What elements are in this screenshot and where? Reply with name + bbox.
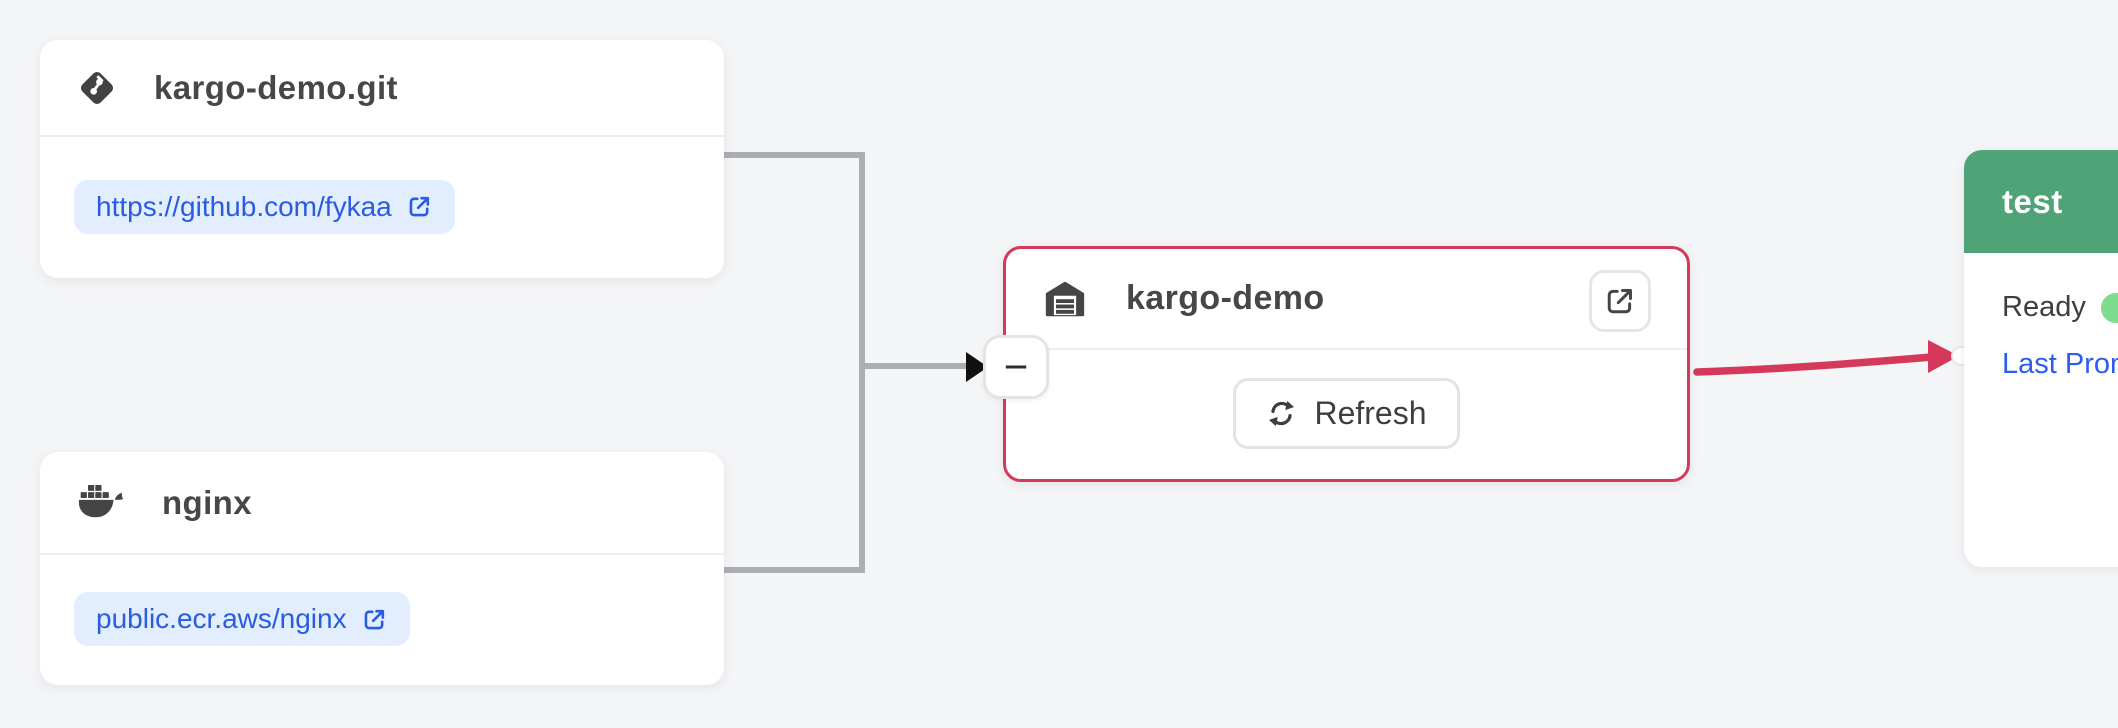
repo-node-nginx-header: nginx — [40, 452, 724, 555]
collapse-upstream-button[interactable]: − — [983, 335, 1049, 399]
git-repo-link-label: https://github.com/fykaa — [96, 190, 392, 222]
repo-node-git-header: kargo-demo.git — [40, 40, 724, 137]
nginx-repo-link[interactable]: public.ecr.aws/nginx — [74, 592, 410, 646]
last-promotion-link[interactable]: Last Promotion — [2002, 348, 2118, 381]
refresh-button[interactable]: Refresh — [1233, 378, 1460, 449]
stage-status-row: Ready — [2002, 291, 2118, 324]
warehouse-header: kargo-demo — [1006, 249, 1687, 350]
refresh-button-label: Refresh — [1314, 395, 1427, 431]
stage-test-title: test — [2002, 182, 2063, 220]
warehouse-node-kargo-demo[interactable]: kargo-demo Refresh — [983, 246, 1690, 482]
stage-status-label: Ready — [2002, 291, 2086, 323]
git-icon — [76, 67, 118, 109]
last-promotion-label: Last Promotion — [2002, 348, 2118, 380]
stage-test-body: Ready Last Promotion — [1964, 253, 2118, 381]
warehouse-open-button[interactable] — [1589, 270, 1651, 332]
external-link-icon — [406, 193, 433, 220]
stage-node-test[interactable]: test Ready Last Promotion — [1964, 150, 2118, 567]
refresh-icon — [1266, 398, 1297, 429]
external-link-icon — [361, 606, 388, 633]
repo-node-git-title: kargo-demo.git — [154, 68, 398, 106]
warehouse-in-arrowhead-icon — [966, 352, 988, 382]
docker-icon — [76, 482, 126, 523]
repo-node-nginx[interactable]: nginx public.ecr.aws/nginx — [40, 452, 724, 685]
stage-test-header: test — [1964, 150, 2118, 253]
warehouse-body: Refresh — [1006, 350, 1687, 477]
repo-node-nginx-body: public.ecr.aws/nginx — [40, 555, 724, 683]
nginx-repo-link-label: public.ecr.aws/nginx — [96, 603, 347, 634]
edge-warehouse-to-test — [1693, 353, 1936, 376]
warehouse-icon — [1042, 276, 1088, 322]
healthy-status-dot-icon — [2100, 292, 2118, 323]
git-repo-link[interactable]: https://github.com/fykaa — [74, 179, 455, 234]
test-in-arrowhead-icon — [1928, 340, 1959, 373]
minus-icon: − — [1003, 343, 1029, 390]
repo-node-git-body: https://github.com/fykaa — [40, 137, 724, 276]
warehouse-title: kargo-demo — [1126, 279, 1325, 317]
repo-node-git[interactable]: kargo-demo.git https://github.com/fykaa — [40, 40, 724, 278]
repo-node-nginx-title: nginx — [162, 483, 252, 521]
